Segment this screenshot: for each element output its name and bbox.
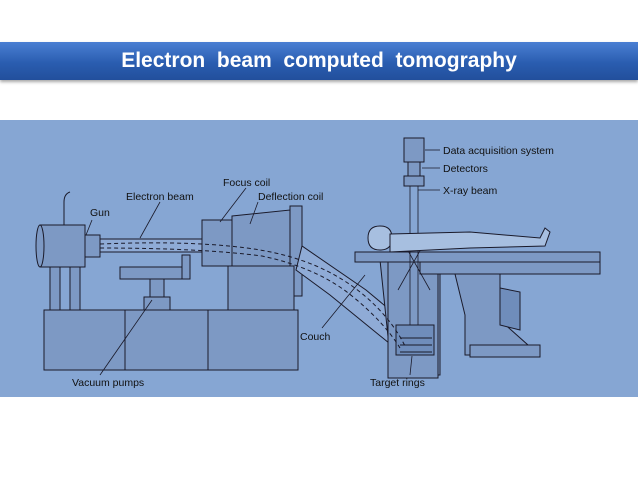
vacuum-pump-valve: [181, 254, 191, 280]
leader-vacuum: [99, 299, 153, 376]
leader-electron-beam: [139, 201, 161, 239]
label-detectors: Detectors: [443, 163, 488, 175]
gun-neck: [84, 234, 101, 258]
label-vacuum-pumps: Vacuum pumps: [72, 377, 144, 389]
label-electron-beam: Electron beam: [126, 191, 194, 203]
ebct-diagram: Data acquisition system Detectors X-ray …: [0, 120, 638, 397]
leader-target: [409, 355, 413, 376]
gun-cable-end: [63, 191, 71, 203]
leader-focus: [219, 187, 247, 223]
slide-title: Electron beam computed tomography: [121, 49, 517, 72]
patient-head: [367, 225, 393, 251]
label-target-rings: Target rings: [370, 377, 425, 389]
leader-gun: [85, 219, 93, 236]
target-rings: [395, 324, 435, 356]
gun-housing: [39, 224, 86, 268]
label-deflection-coil: Deflection coil: [258, 191, 323, 203]
gantry-body: [387, 259, 439, 379]
gun-leg: [69, 266, 81, 311]
base-block: [43, 309, 299, 371]
label-xray-beam: X-ray beam: [443, 185, 498, 197]
label-data-acquisition: Data acquisition system: [443, 145, 554, 157]
electron-beam-path: [99, 242, 406, 347]
pedestal-bellows: [499, 287, 521, 331]
vacuum-pump-base: [143, 296, 171, 311]
title-bar: Electron beam computed tomography: [0, 42, 638, 80]
leader-deflection: [249, 201, 259, 225]
label-couch: Couch: [300, 331, 331, 343]
pedestal-base: [469, 344, 541, 358]
gun-leg: [49, 266, 61, 311]
label-focus-coil: Focus coil: [223, 177, 270, 189]
ebct-schematic: Data acquisition system Detectors X-ray …: [35, 137, 601, 389]
gun-face: [35, 224, 45, 268]
label-gun: Gun: [90, 207, 110, 219]
vacuum-pump-body: [149, 278, 165, 298]
patient-body: [389, 227, 551, 253]
focus-coil: [201, 219, 233, 267]
data-acquisition-box: [403, 137, 425, 163]
leader-couch: [321, 274, 366, 329]
deflection-support: [227, 265, 295, 311]
vacuum-pump-plate: [119, 266, 191, 280]
detector-block: [407, 161, 421, 177]
patient-table: [354, 251, 601, 263]
detector-array: [403, 175, 425, 187]
table-top: [419, 261, 601, 275]
electron-beam-path: [99, 247, 401, 349]
